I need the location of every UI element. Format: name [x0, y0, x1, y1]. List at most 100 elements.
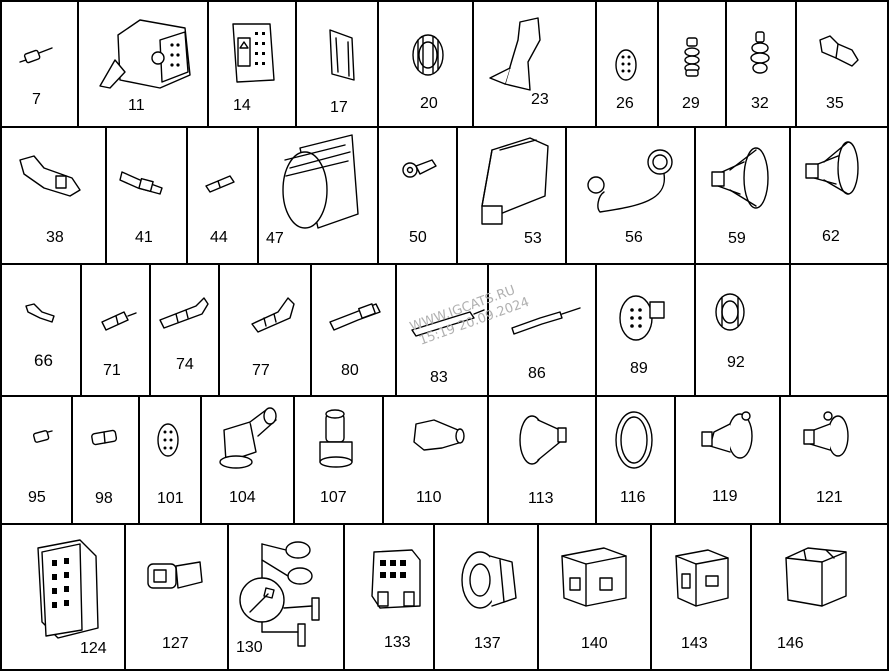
small-plug-icon [32, 430, 53, 443]
bulb-socket-icon [805, 141, 859, 195]
part-number-80: 80 [341, 362, 359, 379]
part-14[interactable]: 14 [232, 23, 275, 114]
part-113[interactable]: 113 [519, 415, 567, 507]
part-number-101: 101 [157, 490, 184, 507]
part-59[interactable]: 59 [711, 147, 769, 247]
part-74[interactable]: 74 [159, 297, 209, 373]
bulb-socket-icon [701, 411, 753, 459]
part-121[interactable]: 121 [803, 411, 849, 506]
grommet-disc-icon [615, 49, 637, 81]
part-95[interactable]: 95 [28, 430, 53, 506]
part-101[interactable]: 101 [157, 423, 184, 507]
crimp-contact-icon [329, 303, 381, 331]
part-124[interactable]: 124 [37, 539, 107, 657]
repair-kit-icon [239, 541, 320, 647]
sleeve-icon [91, 429, 118, 446]
crimp-contact-icon [251, 297, 295, 333]
part-77[interactable]: 77 [251, 297, 295, 379]
rubber-boot-icon [481, 137, 549, 225]
part-number-47: 47 [266, 230, 284, 247]
part-92[interactable]: 92 [715, 293, 745, 371]
part-133[interactable]: 133 [371, 549, 421, 651]
ribbed-seal-icon [715, 293, 745, 331]
part-29[interactable]: 29 [682, 37, 700, 112]
part-number-50: 50 [409, 229, 427, 246]
part-number-11: 11 [128, 97, 145, 114]
part-number-14: 14 [233, 97, 251, 114]
part-number-23: 23 [531, 91, 549, 108]
part-130[interactable]: 130 [236, 541, 320, 656]
round-pin-icon [101, 311, 137, 331]
part-143[interactable]: 143 [675, 549, 729, 652]
part-35[interactable]: 35 [819, 35, 859, 112]
part-53[interactable]: 53 [481, 137, 549, 247]
part-7[interactable]: 7 [19, 47, 53, 108]
small-clip-icon [25, 303, 55, 323]
part-50[interactable]: 50 [402, 159, 437, 246]
part-86[interactable]: 86 [511, 307, 581, 382]
part-number-133: 133 [384, 634, 411, 651]
elbow-boot-icon [413, 419, 465, 451]
part-89[interactable]: 89 [619, 295, 665, 377]
long-pin-icon [511, 307, 581, 335]
bulb-socket-icon [711, 147, 769, 209]
block-connector-icon [785, 547, 847, 607]
part-20[interactable]: 20 [412, 34, 444, 112]
box-connector-icon [561, 547, 627, 607]
part-127[interactable]: 127 [147, 561, 203, 652]
part-98[interactable]: 98 [91, 429, 118, 507]
connector-housing-icon [99, 19, 191, 89]
part-number-107: 107 [320, 489, 347, 506]
part-62[interactable]: 62 [805, 141, 859, 245]
pin-terminal-icon [19, 47, 53, 64]
part-number-74: 74 [176, 356, 194, 373]
stepped-seal-icon [750, 31, 770, 74]
part-66[interactable]: 66 [25, 303, 55, 370]
part-11[interactable]: 11 [99, 19, 191, 114]
part-146[interactable]: 146 [777, 547, 847, 652]
part-number-35: 35 [826, 95, 844, 112]
part-number-38: 38 [46, 229, 64, 246]
part-number-17: 17 [330, 99, 348, 116]
part-number-98: 98 [95, 490, 113, 507]
part-38[interactable]: 38 [19, 155, 81, 246]
angled-connector-icon [219, 407, 277, 469]
part-71[interactable]: 71 [101, 311, 137, 379]
part-41[interactable]: 41 [119, 171, 163, 246]
part-104[interactable]: 104 [219, 407, 277, 506]
part-number-56: 56 [625, 229, 643, 246]
part-56[interactable]: 56 [587, 149, 673, 246]
part-110[interactable]: 110 [413, 419, 465, 506]
threaded-grommet-icon [461, 551, 517, 609]
ribbed-seal-icon [412, 34, 444, 76]
part-23[interactable]: 23 [489, 17, 549, 108]
part-26[interactable]: 26 [615, 49, 637, 112]
crimp-contact-icon [819, 35, 859, 67]
part-number-32: 32 [751, 95, 769, 112]
part-116[interactable]: 116 [615, 411, 653, 506]
part-number-86: 86 [528, 365, 546, 382]
part-83[interactable]: 83 [411, 309, 485, 386]
part-number-143: 143 [681, 635, 708, 652]
part-107[interactable]: 107 [319, 409, 353, 506]
part-140[interactable]: 140 [561, 547, 627, 652]
crimp-contact-icon [159, 297, 209, 329]
part-47[interactable]: 47 [266, 134, 359, 247]
part-number-44: 44 [210, 229, 228, 246]
grommet-disc-icon [157, 423, 179, 457]
part-number-83: 83 [430, 369, 448, 386]
part-number-71: 71 [103, 362, 121, 379]
ring-terminal-icon [402, 159, 437, 178]
part-number-104: 104 [229, 489, 256, 506]
part-44[interactable]: 44 [205, 175, 235, 246]
part-32[interactable]: 32 [750, 31, 770, 112]
part-119[interactable]: 119 [701, 411, 753, 505]
part-137[interactable]: 137 [461, 551, 517, 652]
part-number-124: 124 [80, 640, 107, 657]
part-number-92: 92 [727, 354, 745, 371]
part-number-77: 77 [252, 362, 270, 379]
part-80[interactable]: 80 [329, 303, 381, 379]
part-number-127: 127 [162, 635, 189, 652]
part-17[interactable]: 17 [329, 29, 355, 116]
